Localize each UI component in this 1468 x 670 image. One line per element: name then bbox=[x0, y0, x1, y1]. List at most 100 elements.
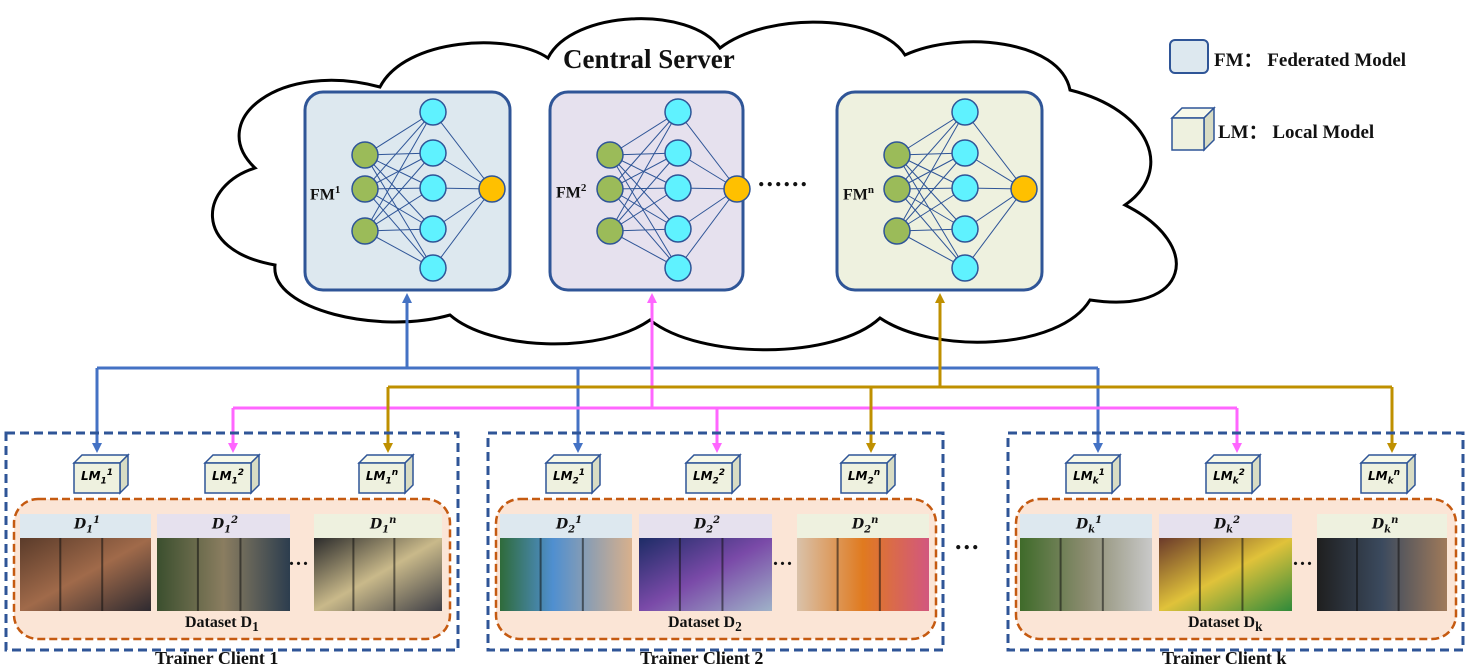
legend-lm-label: LM： Local Model bbox=[1218, 122, 1375, 143]
subset-label: D2n bbox=[852, 515, 879, 536]
hidden-node bbox=[419, 254, 447, 282]
video-frames-image bbox=[797, 538, 929, 611]
legend-lm-cube-icon bbox=[1170, 106, 1216, 152]
output-node bbox=[478, 175, 506, 203]
input-node bbox=[351, 175, 379, 203]
fmn-label: FMn bbox=[843, 184, 874, 204]
network-edge bbox=[609, 188, 679, 269]
network-edge bbox=[609, 152, 679, 232]
hidden-node bbox=[951, 98, 979, 126]
network-edge bbox=[964, 111, 1025, 190]
output-node bbox=[723, 175, 751, 203]
lm-cube-icon bbox=[358, 462, 406, 494]
hidden-node bbox=[664, 98, 692, 126]
video-frames-image bbox=[1317, 538, 1447, 611]
hidden-node bbox=[951, 139, 979, 167]
fm2-label: FM2 bbox=[556, 182, 587, 202]
subset-header bbox=[1020, 514, 1152, 538]
subset-ellipsis: ... bbox=[1293, 548, 1314, 570]
hidden-node bbox=[951, 254, 979, 282]
network-edge bbox=[609, 154, 679, 269]
subset-ellipsis: ... bbox=[773, 548, 794, 570]
network-edge bbox=[364, 152, 434, 232]
lm-cube-icon bbox=[1360, 462, 1408, 494]
hidden-node bbox=[419, 139, 447, 167]
lm-label: LM11 bbox=[80, 468, 114, 487]
video-frames-image bbox=[20, 538, 151, 611]
neural-networks bbox=[351, 98, 1038, 282]
hidden-node bbox=[664, 139, 692, 167]
input-node bbox=[351, 217, 379, 245]
connections bbox=[92, 293, 1397, 453]
frame-divider bbox=[1198, 538, 1201, 611]
lm-cube-icon bbox=[685, 462, 733, 494]
network-edge bbox=[677, 111, 738, 190]
video-frames-image bbox=[639, 538, 772, 611]
output-node bbox=[1010, 175, 1038, 203]
subset-label: D12 bbox=[212, 515, 239, 536]
client-k-box bbox=[1006, 431, 1465, 652]
frame-divider bbox=[101, 538, 104, 611]
subset-label: D22 bbox=[694, 515, 721, 536]
lm-label: LM1n bbox=[365, 468, 399, 487]
central-server-title: Central Server bbox=[563, 44, 735, 74]
network-edge bbox=[609, 111, 679, 232]
client-1-box bbox=[4, 431, 460, 652]
network-edge bbox=[677, 188, 738, 269]
lm-cube-top bbox=[544, 454, 602, 464]
hidden-node bbox=[951, 215, 979, 243]
lm-cube-top bbox=[1359, 454, 1417, 464]
lm-label: LM2n bbox=[847, 468, 881, 487]
frame-divider bbox=[721, 538, 724, 611]
lm-cube-icon bbox=[1065, 462, 1113, 494]
network-edge bbox=[896, 152, 966, 232]
network-edge bbox=[432, 111, 493, 190]
input-node bbox=[596, 175, 624, 203]
hidden-node bbox=[664, 215, 692, 243]
frame-divider bbox=[539, 538, 542, 611]
hidden-node bbox=[664, 254, 692, 282]
input-node bbox=[883, 175, 911, 203]
video-frames-image bbox=[1159, 538, 1292, 611]
input-node bbox=[596, 217, 624, 245]
client-k-name: Trainer Client k bbox=[1162, 648, 1287, 668]
lm-cube-icon bbox=[204, 462, 252, 494]
frame-divider bbox=[836, 538, 839, 611]
client-2-box bbox=[486, 431, 945, 652]
subset-label: Dkn bbox=[1372, 515, 1399, 536]
subset-header bbox=[797, 514, 929, 538]
legend-fm-label: FM： Federated Model bbox=[1214, 50, 1407, 71]
subset-header bbox=[1317, 514, 1447, 538]
lm-label: LM22 bbox=[692, 468, 726, 487]
frame-divider bbox=[878, 538, 881, 611]
lm-label: LMkn bbox=[1367, 468, 1400, 487]
hidden-node bbox=[419, 98, 447, 126]
dataset-label: Dataset D2 bbox=[668, 614, 742, 635]
subset-label: Dk1 bbox=[1076, 515, 1103, 536]
subset-label: Dk2 bbox=[1214, 515, 1241, 536]
lm-cube-top bbox=[839, 454, 897, 464]
lm-cube-top bbox=[1064, 454, 1122, 464]
lm-cube-top bbox=[1204, 454, 1262, 464]
subset-header bbox=[157, 514, 290, 538]
hidden-node bbox=[419, 215, 447, 243]
lm-label: LMk2 bbox=[1213, 468, 1245, 487]
frame-divider bbox=[393, 538, 396, 611]
clients-ellipsis: ... bbox=[955, 526, 981, 555]
network-edge bbox=[896, 111, 966, 232]
lm-cube-icon bbox=[840, 462, 888, 494]
input-node bbox=[883, 141, 911, 169]
subset-label: D11 bbox=[74, 515, 101, 536]
video-frames-image bbox=[157, 538, 290, 611]
input-node bbox=[883, 217, 911, 245]
lm-cube-icon bbox=[1205, 462, 1253, 494]
subset-header bbox=[1159, 514, 1292, 538]
frame-divider bbox=[196, 538, 199, 611]
lm-cube-top bbox=[357, 454, 415, 464]
lm-cube-icon bbox=[545, 462, 593, 494]
dataset-label: Dataset D1 bbox=[185, 614, 259, 635]
network-edge bbox=[364, 154, 434, 269]
network-edge bbox=[364, 188, 434, 269]
frame-divider bbox=[352, 538, 355, 611]
